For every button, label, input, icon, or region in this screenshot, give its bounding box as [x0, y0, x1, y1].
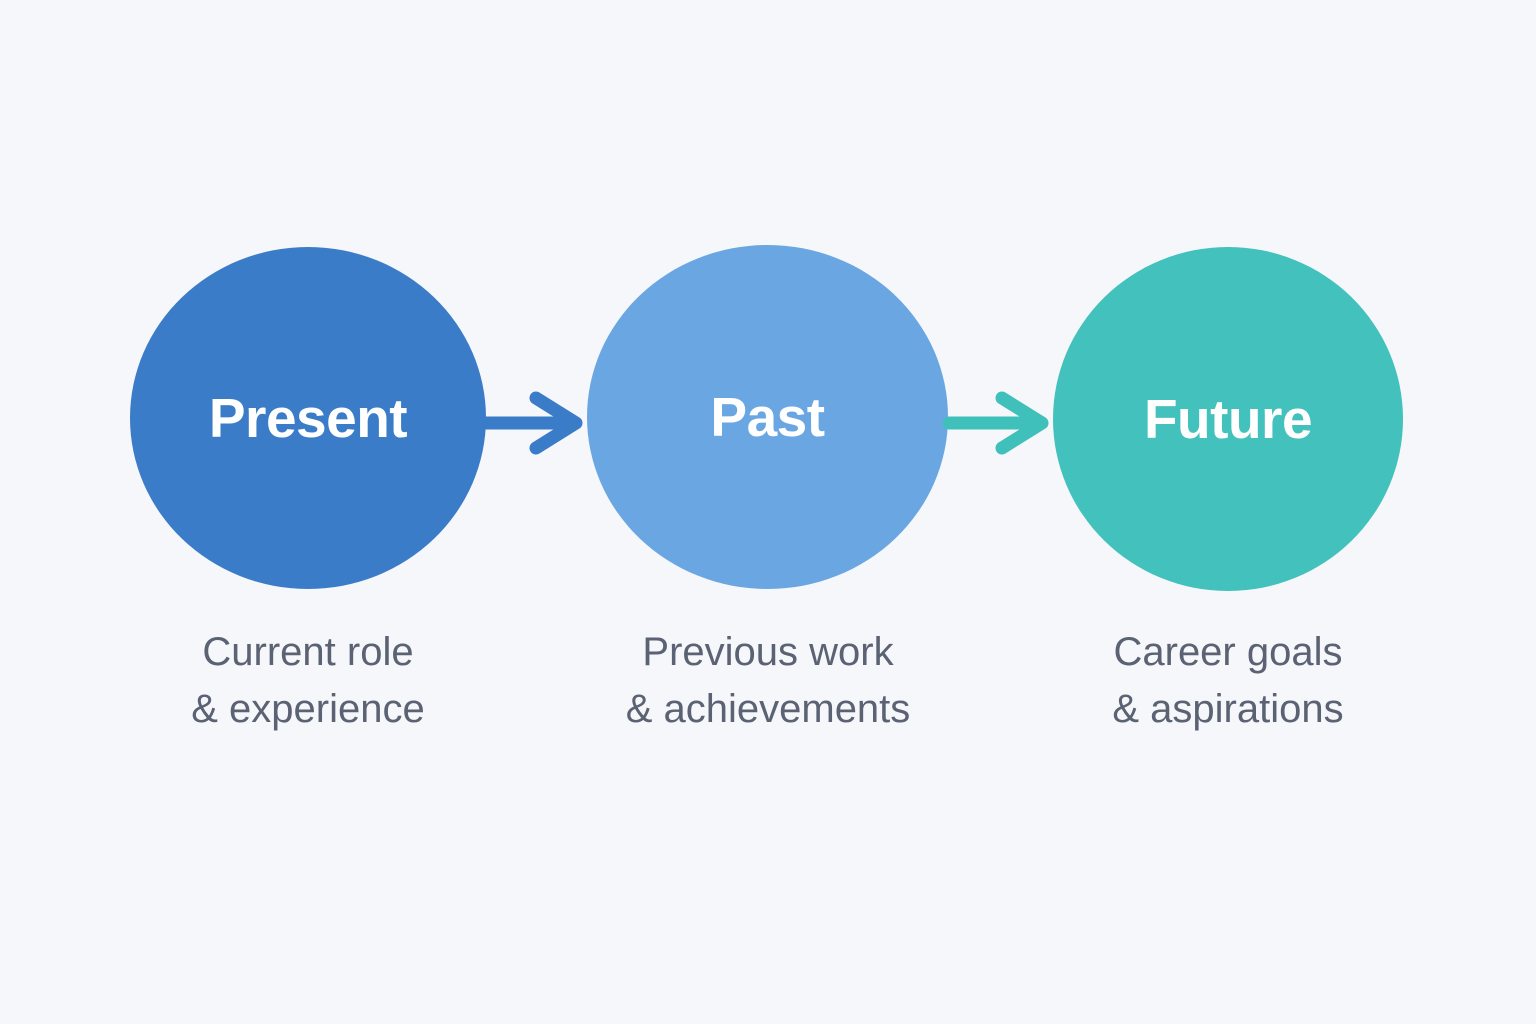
caption-line: & experience — [191, 687, 425, 731]
node-past-circle: Past — [587, 245, 948, 589]
node-past-caption: Previous work & achievements — [548, 624, 988, 738]
caption-line: & aspirations — [1112, 687, 1344, 731]
arrow-present-to-past-icon — [476, 391, 583, 455]
node-present-label: Present — [208, 386, 408, 449]
node-future-caption: Career goals & aspirations — [1008, 624, 1448, 738]
node-present-caption: Current role & experience — [88, 624, 528, 738]
node-past-label: Past — [710, 385, 825, 448]
node-present-circle: Present — [130, 247, 486, 589]
caption-line: Career goals — [1113, 630, 1343, 674]
caption-line: Previous work — [642, 630, 894, 674]
node-future-circle: Future — [1053, 247, 1403, 591]
node-future-label: Future — [1143, 387, 1313, 450]
arrow-past-to-future-icon — [942, 391, 1049, 455]
caption-line: & achievements — [625, 687, 911, 731]
caption-line: Current role — [202, 630, 414, 674]
